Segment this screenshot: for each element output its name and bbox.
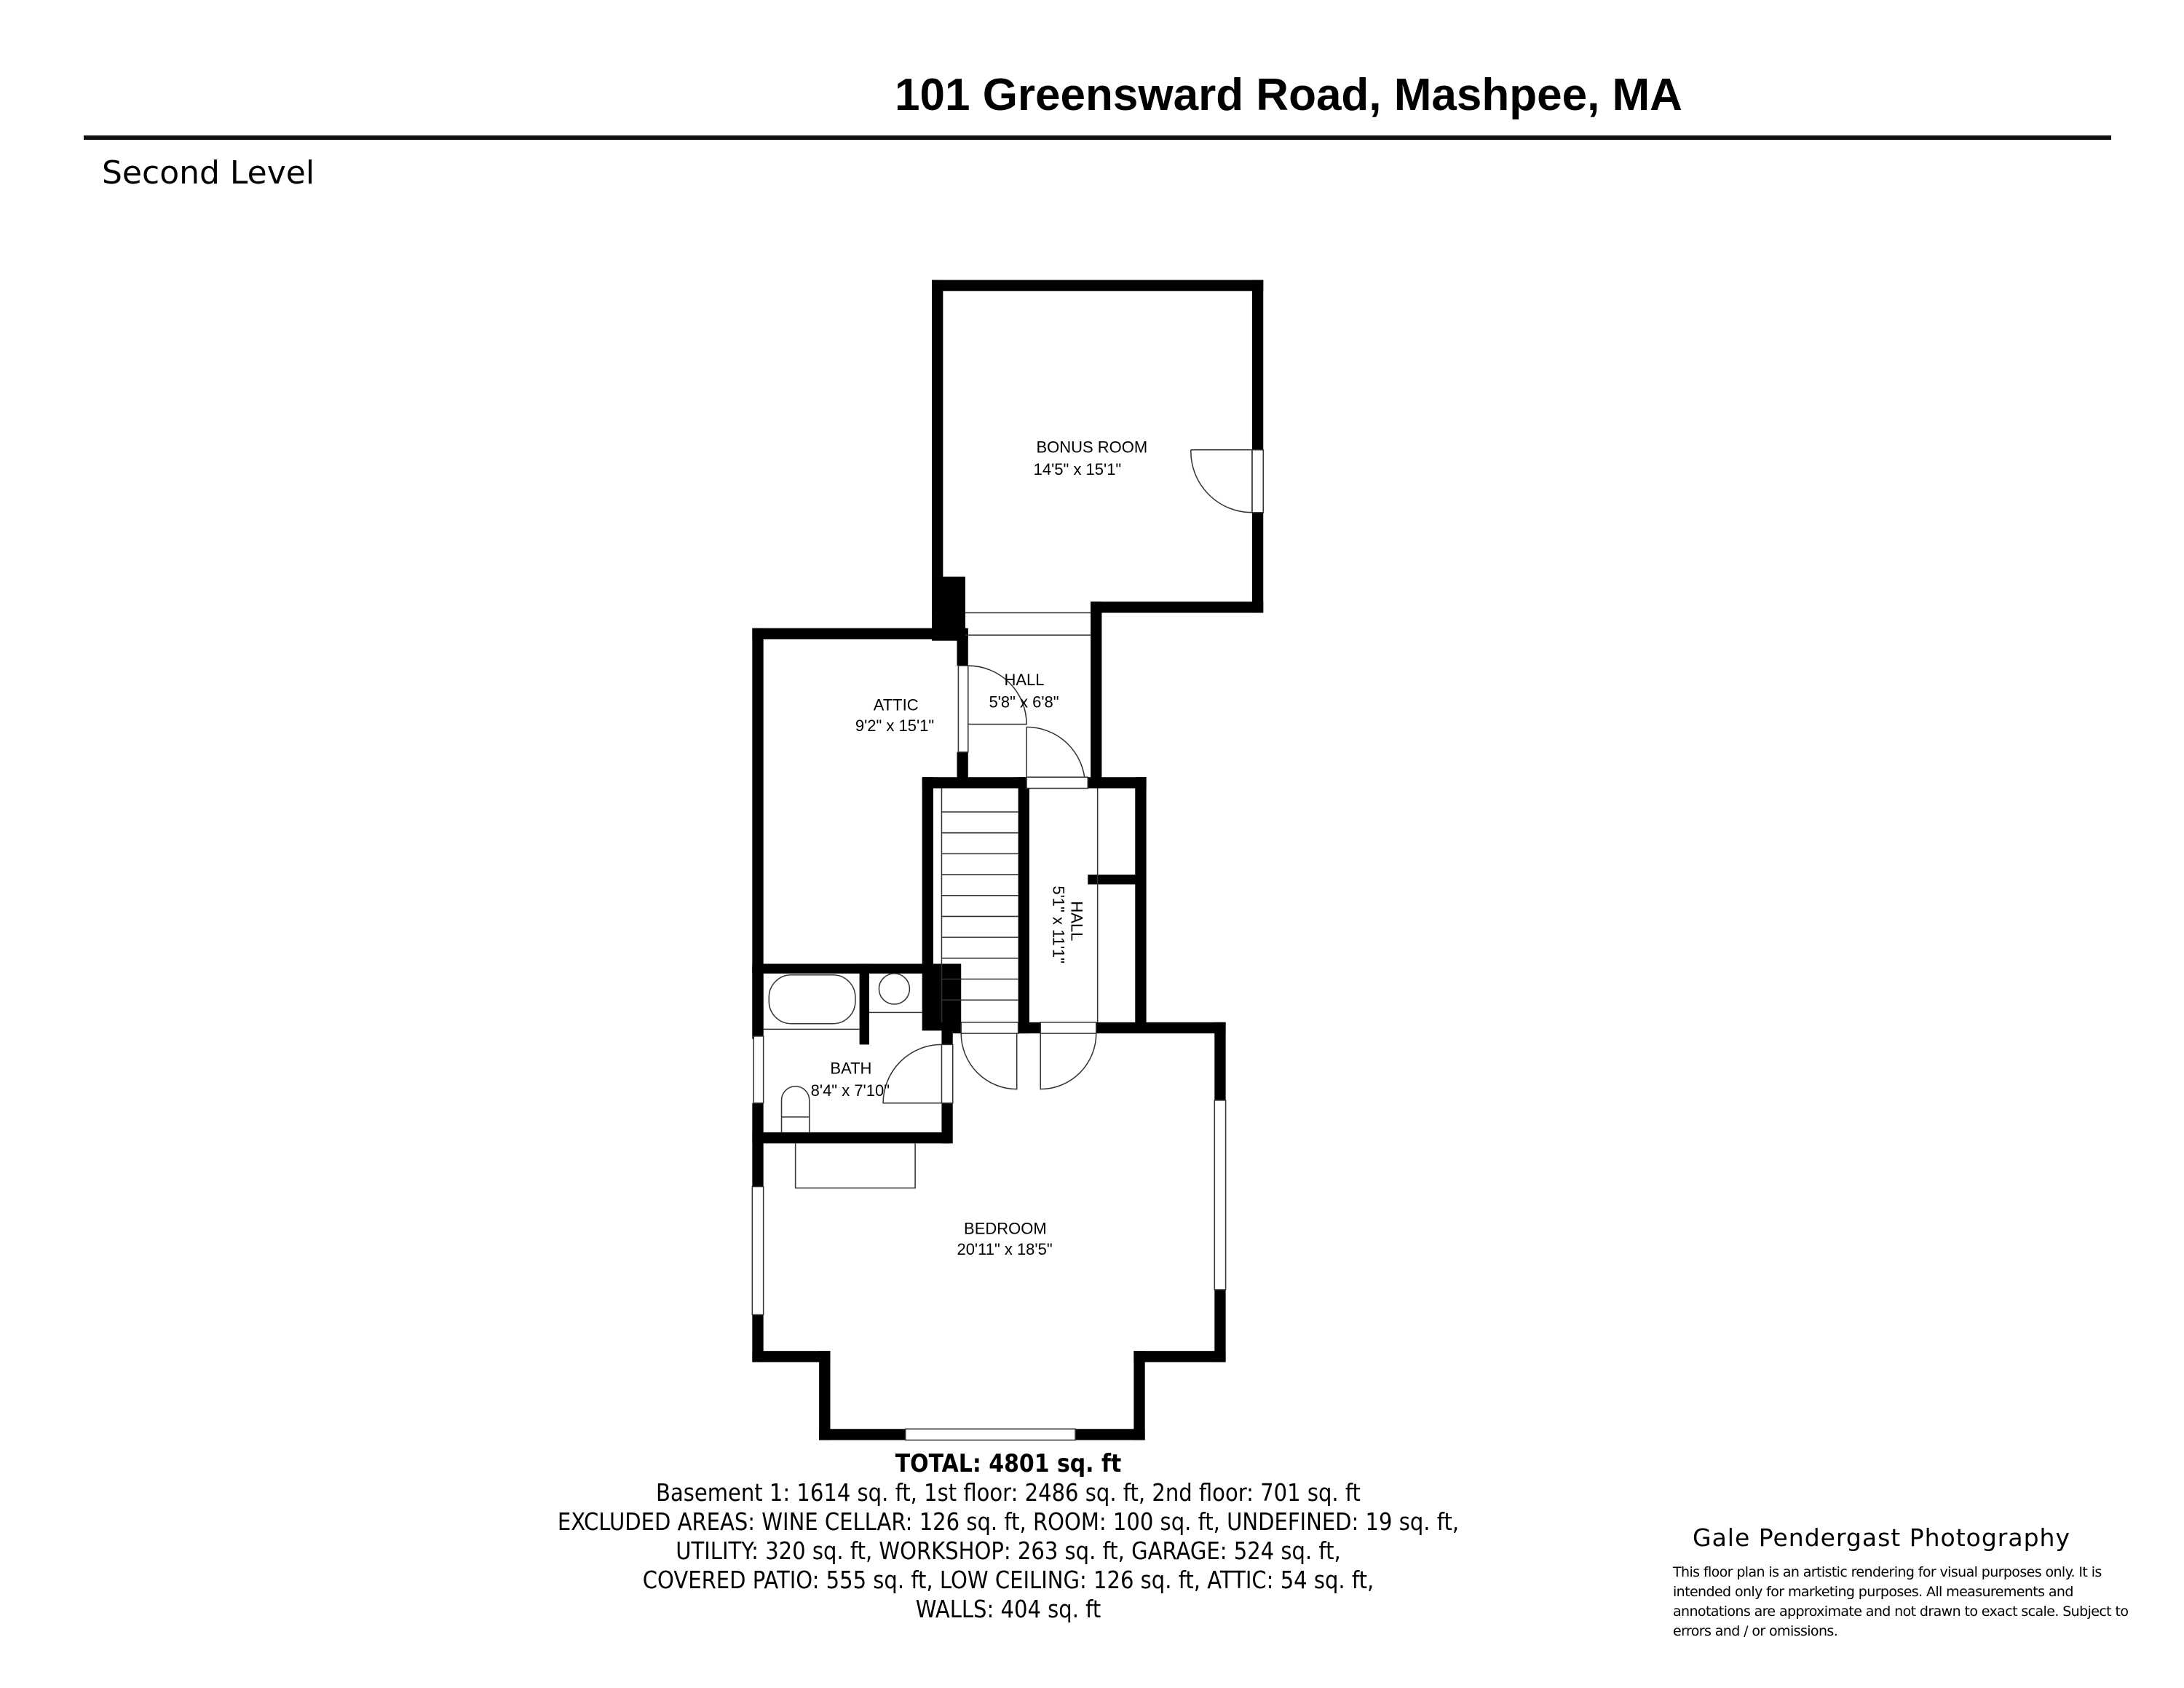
- level-label: Second Level: [102, 154, 315, 192]
- walls: [752, 280, 1264, 1440]
- excluded-areas-line-2: UTILITY: 320 sq. ft, WORKSHOP: 263 sq. f…: [676, 1537, 1341, 1565]
- room-dims-attic: 9'2" x 15'1": [855, 717, 934, 735]
- excluded-areas-line-3: COVERED PATIO: 555 sq. ft, LOW CEILING: …: [642, 1566, 1374, 1594]
- room-name-hall-lower: HALL: [1067, 901, 1085, 941]
- area-summary: TOTAL: 4801 sq. ft Basement 1: 1614 sq. …: [121, 1449, 1896, 1624]
- room-name-attic: ATTIC: [874, 695, 919, 714]
- total-area: TOTAL: 4801 sq. ft: [895, 1449, 1122, 1478]
- room-name-bath: BATH: [830, 1060, 871, 1078]
- room-dims-bedroom: 20'11" x 18'5": [957, 1240, 1052, 1258]
- floor-areas: Basement 1: 1614 sq. ft, 1st floor: 2486…: [656, 1478, 1361, 1507]
- fixtures-and-doors: [751, 449, 1265, 1441]
- room-dims-hall-lower: 5'1" x 11'1": [1049, 886, 1067, 963]
- excluded-areas-line-1: EXCLUDED AREAS: WINE CELLAR: 126 sq. ft,…: [557, 1507, 1460, 1536]
- room-name-bonus-room: BONUS ROOM: [1036, 438, 1147, 457]
- disclaimer-text: This floor plan is an artistic rendering…: [1673, 1564, 2129, 1639]
- room-name-hall-upper: HALL: [1005, 671, 1045, 689]
- room-dims-bonus-room: 14'5" x 15'1": [1034, 460, 1122, 478]
- room-dims-hall-upper: 5'8" x 6'8": [989, 693, 1059, 711]
- header-divider: [84, 135, 2111, 140]
- company-name: Gale Pendergast Photography: [1693, 1523, 2070, 1552]
- address-title: 101 Greensward Road, Mashpee, MA: [895, 70, 1682, 120]
- room-labels: BONUS ROOM 14'5" x 15'1" HALL 5'8" x 6'8…: [811, 438, 1148, 1259]
- room-name-bedroom: BEDROOM: [964, 1220, 1047, 1238]
- room-dims-bath: 8'4" x 7'10": [811, 1081, 890, 1100]
- excluded-areas-line-4: WALLS: 404 sq. ft: [915, 1595, 1101, 1623]
